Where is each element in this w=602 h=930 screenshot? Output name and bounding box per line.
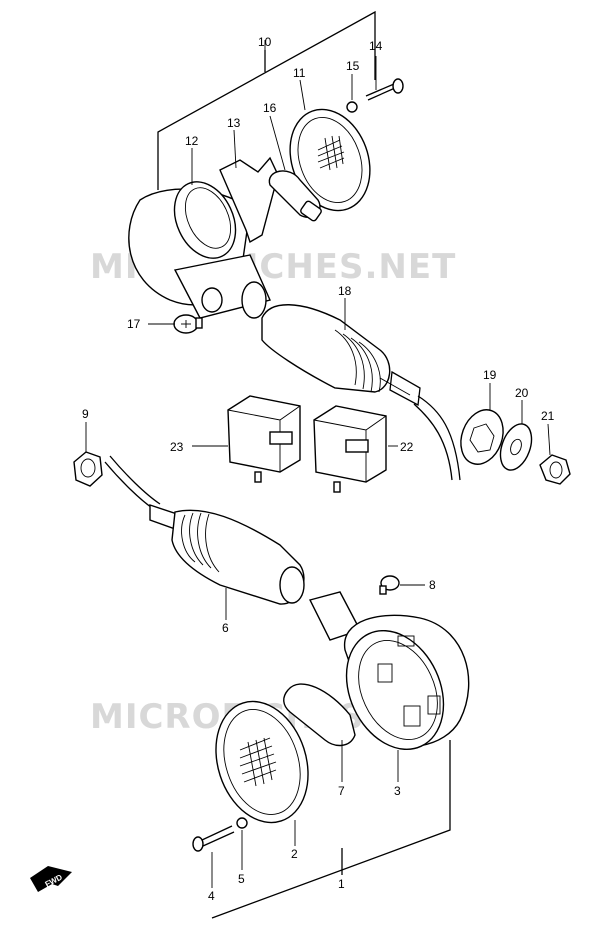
- fwd-arrow-icon: FWD: [30, 866, 72, 892]
- relay-22: [313, 405, 387, 493]
- callout-11: 11: [293, 66, 306, 80]
- callout-1: 1: [338, 877, 345, 891]
- callout-5: 5: [238, 872, 245, 886]
- callout-12: 12: [185, 134, 199, 148]
- lower-boot-6: [104, 455, 305, 605]
- leader-lines: [85, 40, 551, 888]
- washer-20: [499, 423, 533, 471]
- washer-5: [236, 817, 248, 829]
- callout-9: 9: [82, 407, 89, 421]
- relay-23: [227, 395, 301, 483]
- callout-19: 19: [483, 368, 497, 382]
- callout-17: 17: [127, 317, 141, 331]
- assembly-bracket-1: [211, 740, 451, 919]
- lower-housing-3: [308, 591, 470, 751]
- callout-23: 23: [170, 440, 184, 454]
- nut-21: [539, 454, 571, 485]
- callout-22: 22: [400, 440, 414, 454]
- screw-4: [192, 825, 235, 852]
- upper-lens-11: [289, 108, 371, 212]
- callout-3: 3: [394, 784, 401, 798]
- callout-21: 21: [541, 409, 555, 423]
- callouts: 10 14 15 11 16 13 12 17 18 19 20 21 23 2…: [82, 35, 555, 903]
- lower-bulb-7: [283, 683, 356, 747]
- upper-boot-18: [261, 304, 461, 481]
- callout-6: 6: [222, 621, 229, 635]
- callout-7: 7: [338, 784, 345, 798]
- screw-17: [173, 314, 203, 334]
- callout-2: 2: [291, 847, 298, 861]
- callout-16: 16: [263, 101, 277, 115]
- upper-bulb-16: [268, 170, 322, 222]
- callout-10: 10: [258, 35, 272, 49]
- lower-lens-2: [215, 700, 309, 824]
- callout-14: 14: [369, 39, 383, 53]
- callout-18: 18: [338, 284, 352, 298]
- screw-14: [365, 78, 404, 101]
- callout-4: 4: [208, 889, 215, 903]
- callout-13: 13: [227, 116, 241, 130]
- nut-19: [460, 409, 504, 465]
- nut-9: [73, 451, 103, 487]
- assembly-bracket-10: [157, 10, 376, 190]
- callout-20: 20: [515, 386, 529, 400]
- upper-stem: [173, 254, 271, 319]
- screw-8: [379, 575, 400, 595]
- callout-8: 8: [429, 578, 436, 592]
- callout-15: 15: [346, 59, 360, 73]
- washer-15: [346, 101, 358, 113]
